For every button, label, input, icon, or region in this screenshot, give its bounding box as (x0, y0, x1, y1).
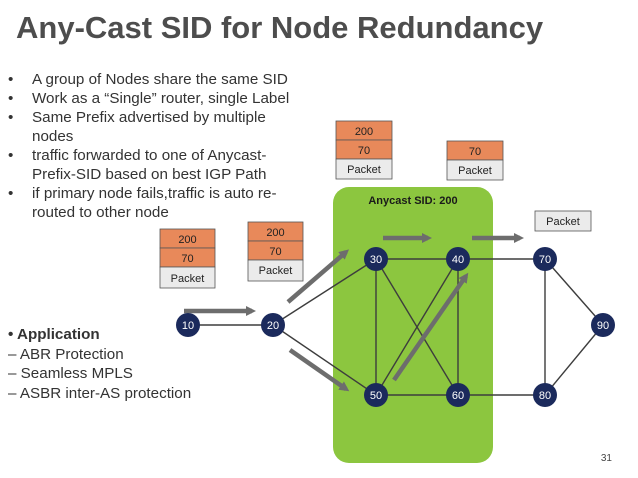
bullet-text: Same Prefix advertised by multiple nodes (32, 109, 266, 145)
node-50: 50 (364, 383, 388, 407)
link-80-90 (544, 324, 604, 396)
link-20-30 (272, 258, 377, 326)
link-70-90 (544, 258, 604, 326)
bullet-item: • Work as a “Single” router, single Labe… (8, 89, 318, 108)
packet-stack: 200 70 Packet (159, 228, 216, 289)
application-heading: • Application (8, 326, 100, 343)
packet-stack: 70 Packet (446, 140, 504, 181)
application-item: – ABR Protection (8, 345, 124, 363)
bullet-item: • traffic forwarded to one of Anycast-Pr… (8, 146, 318, 184)
packet-payload: Packet (546, 216, 580, 228)
bullet-item: • A group of Nodes share the same SID (8, 70, 318, 89)
links (188, 258, 604, 396)
packet-payload: Packet (259, 265, 293, 277)
node-label: 70 (539, 254, 551, 266)
bullet-text: if primary node fails,traffic is auto re… (32, 185, 277, 221)
bullet-marker: • (8, 109, 14, 126)
packet-stack: 200 70 Packet (335, 120, 393, 180)
anycast-area (333, 187, 493, 463)
bullet-item: • if primary node fails,traffic is auto … (8, 184, 318, 222)
bullet-text: A group of Nodes share the same SID (32, 71, 288, 88)
packet-payload: Packet (347, 164, 381, 176)
node-label: 90 (597, 320, 609, 332)
label-70: 70 (269, 246, 281, 258)
label-200: 200 (355, 126, 373, 138)
node-80: 80 (533, 383, 557, 407)
node-70: 70 (533, 247, 557, 271)
node-label: 20 (267, 320, 279, 332)
label-200: 200 (178, 234, 196, 246)
node-90: 90 (591, 313, 615, 337)
arrow-icon (288, 348, 350, 392)
node-10: 10 (176, 313, 200, 337)
application-item: – ASBR inter-AS protection (8, 384, 192, 402)
node-60: 60 (446, 383, 470, 407)
node-label: 50 (370, 390, 382, 402)
anycast-label: Anycast SID: 200 (368, 195, 457, 207)
bullet-marker: • (8, 185, 14, 202)
label-200: 200 (266, 227, 284, 239)
application-list: • Application – ABR Protection – Seamles… (8, 325, 191, 403)
packet-stack: 200 70 Packet (247, 221, 304, 282)
label-70: 70 (181, 253, 193, 265)
packet-payload: Packet (171, 273, 205, 285)
bullet-list: • A group of Nodes share the same SID • … (8, 70, 318, 222)
bullet-marker: • (8, 147, 14, 164)
node-30: 30 (364, 247, 388, 271)
flow-arrows (184, 233, 524, 392)
label-70: 70 (469, 146, 481, 158)
arrow-icon (392, 272, 469, 382)
bullet-marker: • (8, 90, 14, 107)
application-item: – Seamless MPLS (8, 365, 133, 382)
bullet-item: • Same Prefix advertised by multiple nod… (8, 108, 318, 146)
bullet-text: Work as a “Single” router, single Label (32, 90, 290, 107)
node-20: 20 (261, 313, 285, 337)
node-40: 40 (446, 247, 470, 271)
node-label: 40 (452, 254, 464, 266)
packet-payload: Packet (458, 165, 492, 177)
arrow-icon (286, 249, 350, 304)
slide-title: Any-Cast SID for Node Redundancy (16, 10, 544, 45)
bullet-text: traffic forwarded to one of Anycast-Pref… (32, 147, 267, 183)
label-70: 70 (358, 145, 370, 157)
bullet-marker: • (8, 71, 14, 88)
node-label: 60 (452, 390, 464, 402)
node-label: 30 (370, 254, 382, 266)
nodes: 10 20 30 40 50 60 70 80 (176, 247, 615, 407)
link-40-50 (375, 258, 459, 396)
node-label: 80 (539, 390, 551, 402)
link-20-50 (272, 324, 377, 396)
node-label: 10 (182, 320, 194, 332)
page-number: 31 (600, 453, 612, 464)
packet-stack: Packet (534, 210, 592, 232)
